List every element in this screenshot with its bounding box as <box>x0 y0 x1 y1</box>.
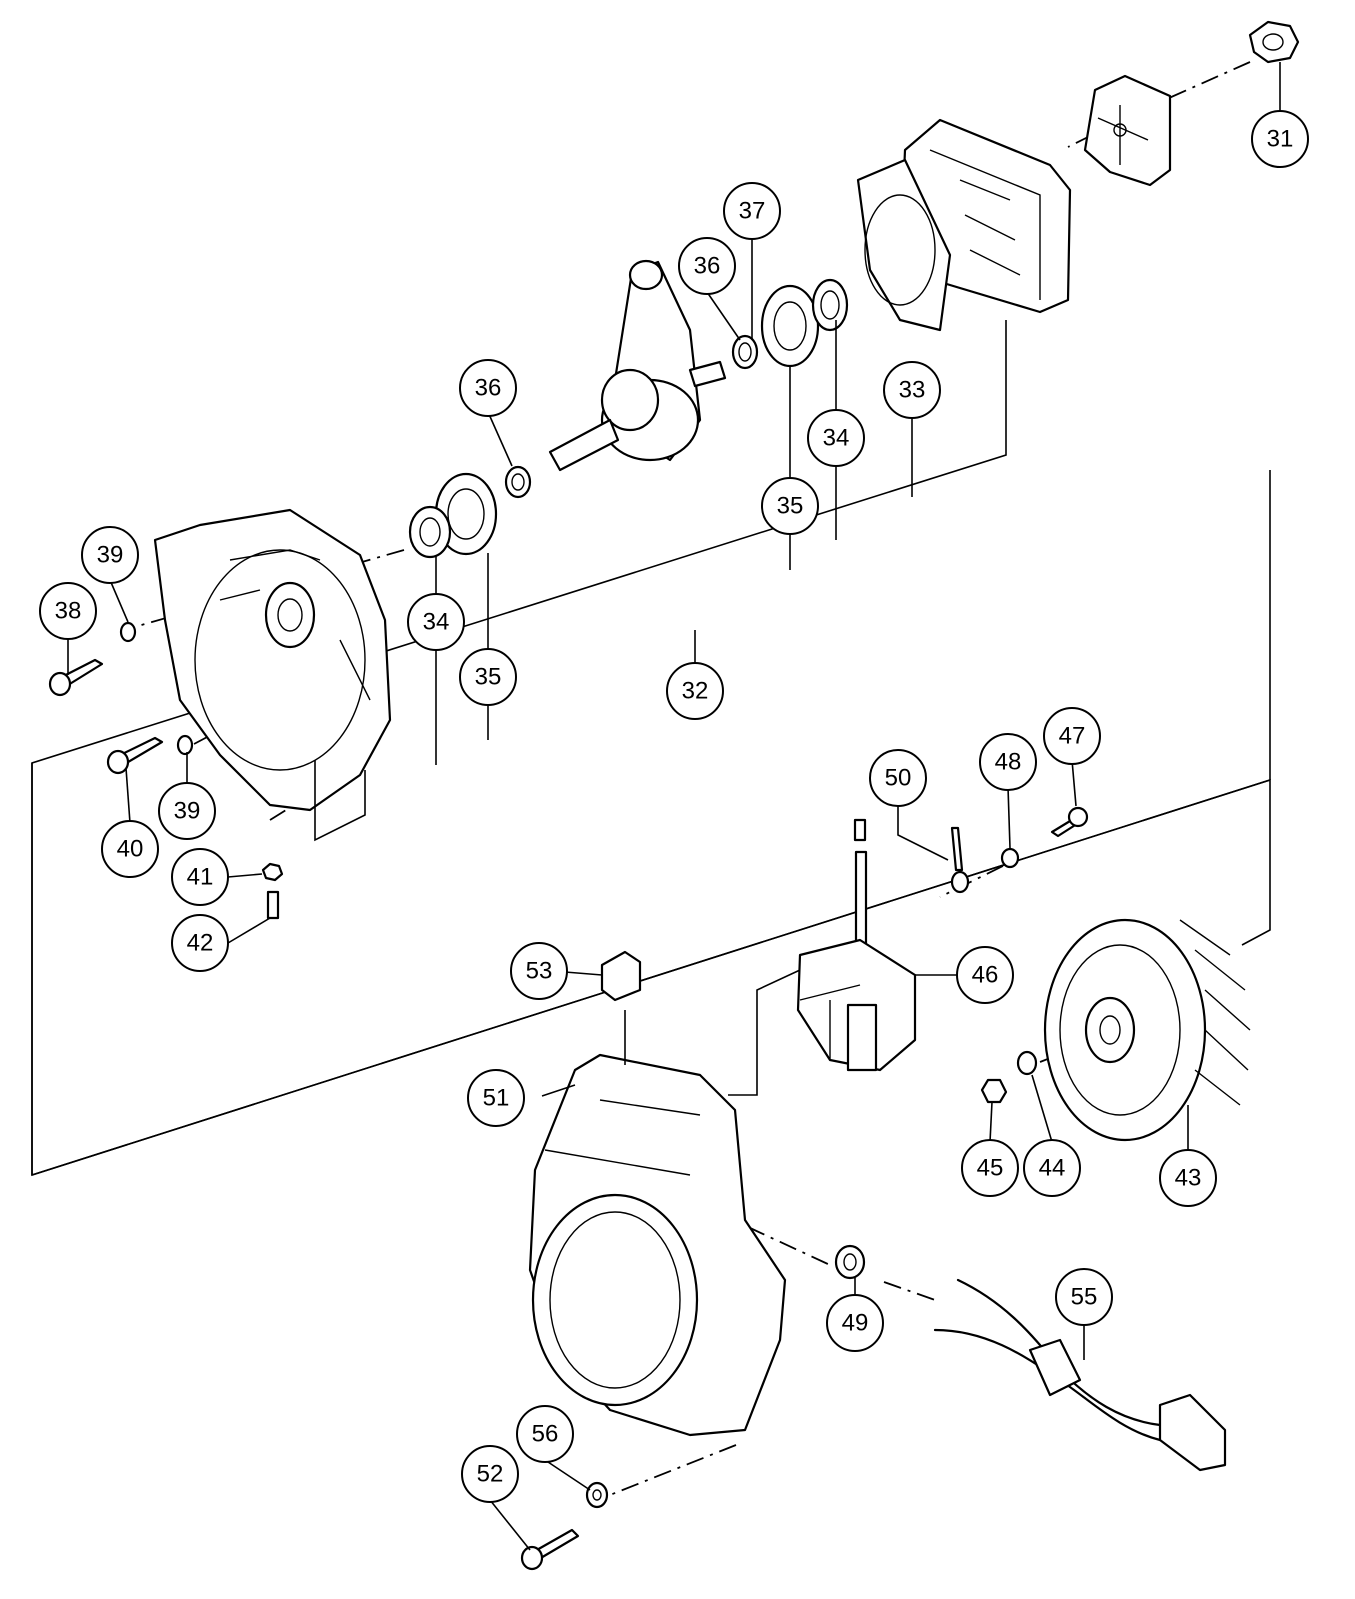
washer-56 <box>585 1481 609 1509</box>
grommet-49 <box>834 1244 866 1280</box>
callout-34-lower-label: 34 <box>423 609 450 636</box>
callout-39-lower: 39 <box>158 782 216 840</box>
callout-49-label: 49 <box>842 1310 869 1337</box>
screw-42 <box>266 890 280 920</box>
callout-46-label: 46 <box>972 962 999 989</box>
callout-31-label: 31 <box>1267 126 1294 153</box>
callout-33: 33 <box>883 361 941 419</box>
callout-47-label: 47 <box>1059 723 1086 750</box>
callout-34-lower: 34 <box>407 593 465 651</box>
fan-housing <box>528 1053 787 1437</box>
callout-44: 44 <box>1023 1139 1081 1197</box>
callout-55: 55 <box>1055 1268 1113 1326</box>
grommet-53 <box>600 950 642 1002</box>
callout-41-label: 41 <box>187 864 214 891</box>
callout-53-label: 53 <box>526 958 553 985</box>
callout-44-label: 44 <box>1039 1155 1066 1182</box>
ignition-coil <box>796 818 917 1072</box>
callout-35-upper-label: 35 <box>777 493 804 520</box>
callout-48: 48 <box>979 733 1037 791</box>
callout-45: 45 <box>961 1139 1019 1197</box>
callout-39-upper: 39 <box>81 526 139 584</box>
washer-48 <box>1000 847 1020 869</box>
plug-wire-50 <box>950 826 970 894</box>
callout-40: 40 <box>101 820 159 878</box>
seal-34-upper <box>811 278 849 332</box>
leader-lines <box>67 62 1281 1551</box>
callout-42-label: 42 <box>187 930 214 957</box>
wire-harness <box>933 1278 1227 1472</box>
callout-34-upper-label: 34 <box>823 425 850 452</box>
callout-38-label: 38 <box>55 598 82 625</box>
assembly-bracket-lines <box>31 320 1271 1177</box>
nut-41 <box>261 862 284 882</box>
bolt-47 <box>1050 806 1089 838</box>
callout-48-label: 48 <box>995 749 1022 776</box>
callout-39-lower-label: 39 <box>174 798 201 825</box>
callout-45-label: 45 <box>977 1155 1004 1182</box>
nut-45 <box>980 1078 1008 1104</box>
bearing-35-upper <box>760 284 820 368</box>
seal-36-lower <box>504 465 532 499</box>
bolt-38 <box>48 658 104 697</box>
cylinder <box>856 118 1072 332</box>
callout-47: 47 <box>1043 707 1101 765</box>
callout-52: 52 <box>461 1445 519 1503</box>
callout-37-label: 37 <box>739 198 766 225</box>
callout-49: 49 <box>826 1294 884 1352</box>
seal-36-upper <box>731 334 759 370</box>
callout-36-upper-label: 36 <box>694 253 721 280</box>
seal-34-lower <box>408 505 452 559</box>
callout-52-label: 52 <box>477 1461 504 1488</box>
callout-39-upper-label: 39 <box>97 542 124 569</box>
callout-35-lower-label: 35 <box>475 664 502 691</box>
callout-51-label: 51 <box>483 1085 510 1112</box>
callout-50-label: 50 <box>885 765 912 792</box>
bolt-40 <box>106 736 164 775</box>
callout-43: 43 <box>1159 1149 1217 1207</box>
callout-32: 32 <box>666 662 724 720</box>
callout-56: 56 <box>516 1405 574 1463</box>
callout-50: 50 <box>869 749 927 807</box>
callout-34-upper: 34 <box>807 409 865 467</box>
callout-36-upper: 36 <box>678 237 736 295</box>
callout-53: 53 <box>510 942 568 1000</box>
callout-40-label: 40 <box>117 836 144 863</box>
callout-36-lower: 36 <box>459 359 517 417</box>
callout-42: 42 <box>171 914 229 972</box>
callout-36-lower-label: 36 <box>475 375 502 402</box>
bolt-52 <box>520 1528 580 1571</box>
washer-44 <box>1016 1050 1038 1076</box>
washer-39-upper <box>119 621 137 643</box>
callout-38: 38 <box>39 582 97 640</box>
flywheel <box>1043 918 1251 1142</box>
callout-56-label: 56 <box>532 1421 559 1448</box>
nut-31 <box>1248 20 1300 64</box>
crankshaft <box>548 259 727 472</box>
callout-37: 37 <box>723 182 781 240</box>
washer-39-lower <box>176 734 194 756</box>
callout-55-label: 55 <box>1071 1284 1098 1311</box>
callout-33-label: 33 <box>899 377 926 404</box>
callout-43-label: 43 <box>1175 1165 1202 1192</box>
callout-41: 41 <box>171 848 229 906</box>
callout-35-upper: 35 <box>761 477 819 535</box>
callout-32-label: 32 <box>682 678 709 705</box>
callout-51: 51 <box>467 1069 525 1127</box>
callout-46: 46 <box>956 946 1014 1004</box>
crankcase <box>153 508 392 812</box>
callout-35-lower: 35 <box>459 648 517 706</box>
cylinder-cover <box>1083 74 1172 187</box>
callout-31: 31 <box>1251 110 1309 168</box>
